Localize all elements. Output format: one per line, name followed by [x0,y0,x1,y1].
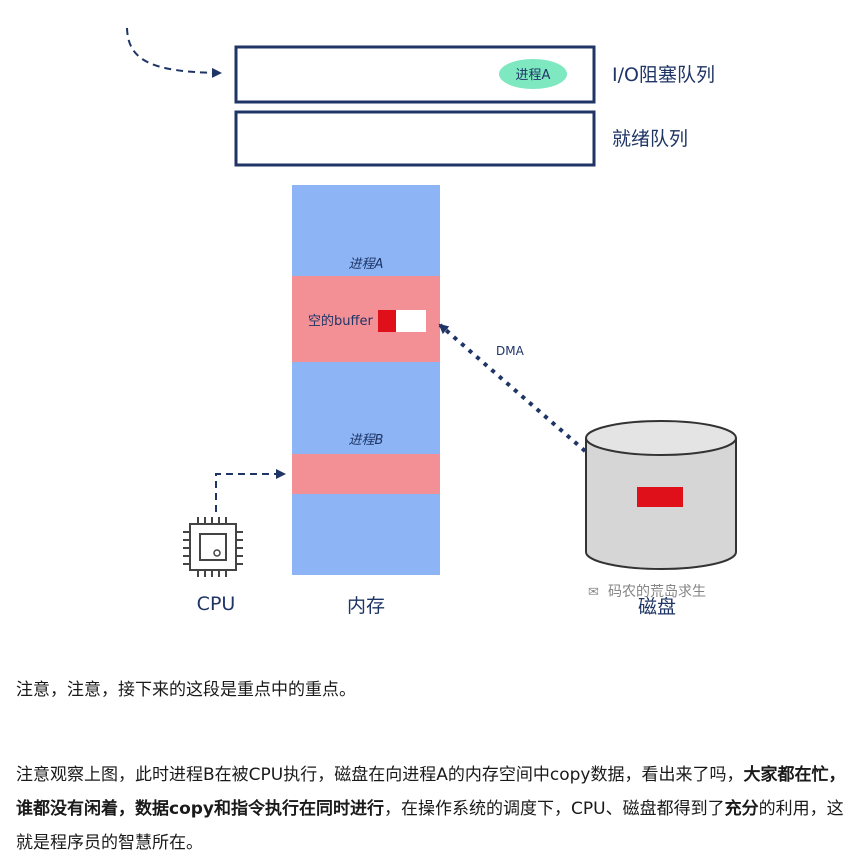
disk-data-block [637,487,683,507]
process-b-label: 进程B [349,433,384,448]
process-b-memory-region [292,454,440,494]
process-a-badge [499,59,567,89]
paragraph-2-text-c: ，在操作系统的调度下，CPU、磁盘都得到了 [384,799,725,819]
ready-queue-label: 就绪队列 [612,128,688,150]
paragraph-2-emphasis-1: 大家都在忙，谁都没有闲着，数据copy和指令执行在同时进行 [16,765,846,819]
paragraph-2-emphasis-2: 充分 [724,799,759,819]
buffer-empty-part [396,310,426,332]
paragraph-2-text-a: 注意观察上图，此时进程B在被CPU执行，磁盘在向进程A的内存空间中copy数据，… [16,765,744,785]
memory-column [292,185,440,575]
cpu-chip-icon [183,517,243,577]
dma-label: DMA [496,344,525,358]
cpu-arrow [215,469,286,512]
incoming-arrow [126,27,222,78]
process-a-badge-label: 进程A [516,68,551,83]
watermark: 码农的荒岛求生 [608,584,706,600]
cpu-label: CPU [197,593,236,615]
process-scheduling-diagram: 进程A I/O阻塞队列 就绪队列 进程A 空的buffer 进程B 内存 DMA [126,27,737,618]
ready-queue [234,110,596,167]
buffer-filled-part [378,310,396,332]
article-paragraph-2: 注意观察上图，此时进程B在被CPU执行，磁盘在向进程A的内存空间中copy数据，… [16,758,846,860]
watermark-icon: ✉ [588,585,599,600]
empty-buffer-label: 空的buffer [308,313,373,329]
disk-label: 磁盘 [638,596,676,618]
paragraph-1-text: 注意，注意，接下来的这段是重点中的重点。 [16,680,356,700]
io-queue-label: I/O阻塞队列 [612,64,715,86]
process-a-label: 进程A [349,257,384,272]
paragraph-2-text-e: 的利用，这就是程序员的智慧所在。 [16,799,844,853]
memory-label: 内存 [347,595,385,617]
article-paragraph-1: 注意，注意，接下来的这段是重点中的重点。 [16,676,846,704]
